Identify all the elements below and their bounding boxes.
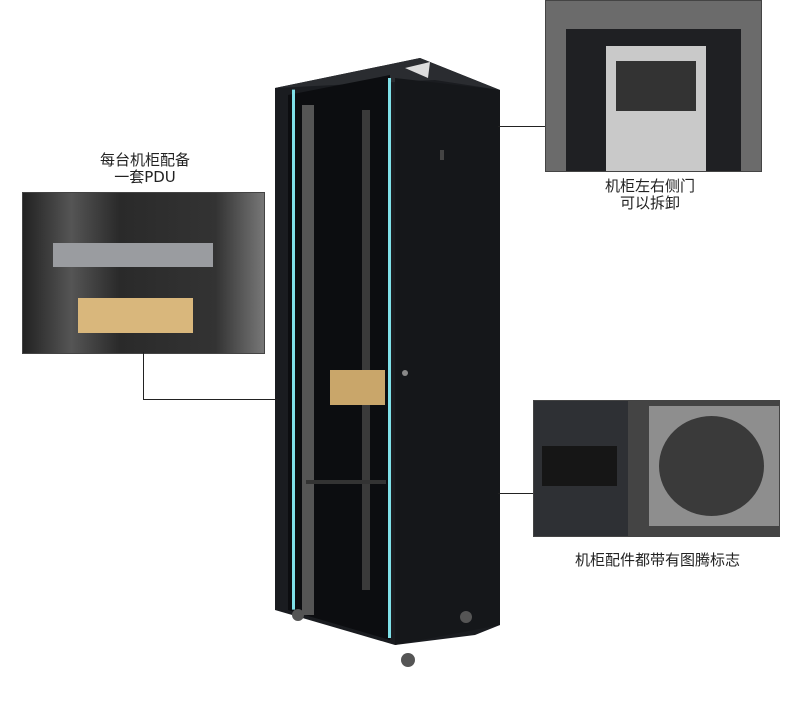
logo-accessories-photo	[533, 400, 780, 537]
door-caption-line1: 机柜左右侧门	[604, 177, 695, 195]
server-cabinet-image	[275, 58, 500, 667]
door-caption-line2: 可以拆卸	[619, 194, 680, 212]
pdu-caption-line1: 每台机柜配备	[99, 151, 190, 169]
side-door-photo	[545, 0, 762, 172]
pdu-caption-line2: 一套PDU	[114, 168, 176, 186]
logo-caption: 机柜配件都带有图腾标志	[574, 551, 740, 569]
pdu-photo	[22, 192, 265, 354]
